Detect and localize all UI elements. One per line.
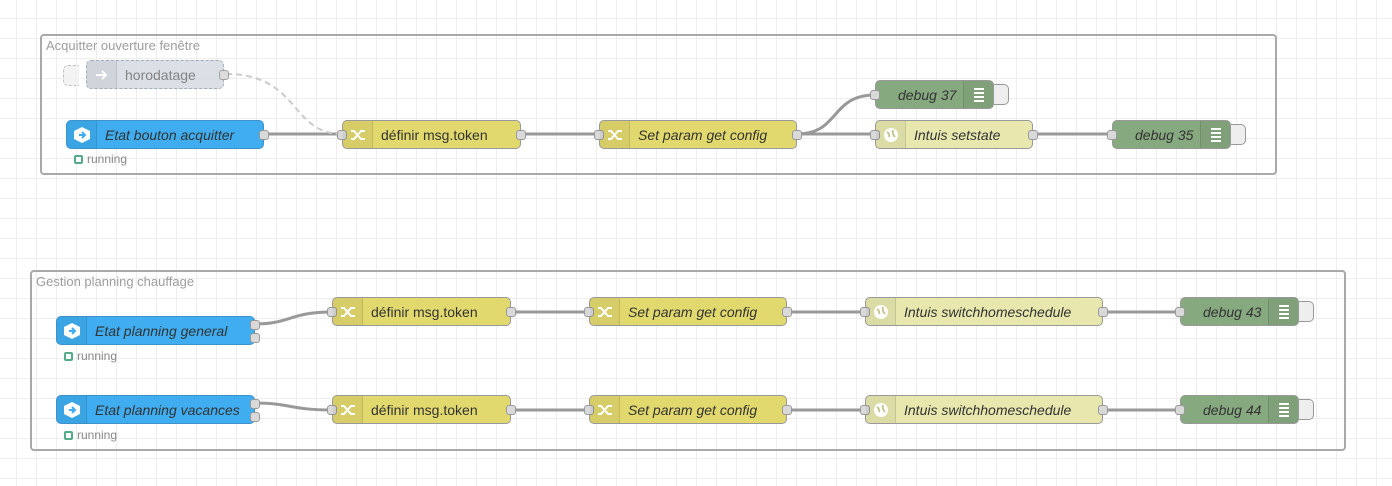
node-debug-35[interactable]: debug 35 [1107,120,1246,149]
node-definir-token[interactable]: définir msg.token [337,120,526,149]
input-port[interactable] [337,130,347,140]
node-label: debug 37 [898,86,957,103]
input-port[interactable] [594,130,604,140]
node-label: Set param get config [638,126,768,143]
node-etat-planning-general[interactable]: Etat planning general [56,316,260,345]
output-port[interactable] [1028,130,1038,140]
group-label: Acquitter ouverture fenêtre [46,38,200,53]
shuffle-icon [590,298,620,325]
list-icon [1268,298,1298,325]
node-intuis-switchhomeschedule[interactable]: Intuis switchhomeschedule [860,395,1108,424]
node-label: Etat planning general [95,322,228,339]
globe-icon [876,121,906,148]
node-definir-token[interactable]: définir msg.token [327,395,516,424]
input-port[interactable] [584,405,594,415]
inject-icon [57,396,87,423]
globe-icon [866,396,896,423]
output-port-1[interactable] [250,399,260,409]
input-port[interactable] [860,307,870,317]
list-icon [963,81,993,108]
output-port[interactable] [782,307,792,317]
node-label: Set param get config [628,401,758,418]
node-label: Intuis switchhomeschedule [904,303,1072,320]
shuffle-icon [590,396,620,423]
inject-button[interactable] [63,65,79,86]
shuffle-icon [343,121,373,148]
node-etat-bouton-acquitter[interactable]: Etat bouton acquitter [66,120,269,149]
debug-toggle-button[interactable] [1299,301,1314,322]
node-debug-44[interactable]: debug 44 [1175,395,1314,424]
output-port[interactable] [1098,405,1108,415]
group-label: Gestion planning chauffage [36,274,195,289]
node-debug-37[interactable]: debug 37 [870,80,1009,109]
input-port[interactable] [327,307,337,317]
node-status: running [64,428,117,442]
node-definir-token[interactable]: définir msg.token [327,297,516,326]
node-label: Intuis setstate [914,126,1001,143]
output-port[interactable] [1098,307,1108,317]
debug-toggle-button[interactable] [994,84,1009,105]
node-set-param[interactable]: Set param get config [584,395,792,424]
output-port[interactable] [259,130,269,140]
node-label: horodatage [125,66,196,83]
inject-icon [67,121,97,148]
shuffle-icon [600,121,630,148]
output-port[interactable] [516,130,526,140]
status-dot-icon [74,154,83,164]
group-chauffage[interactable]: Gestion planning chauffage [30,270,1346,451]
node-label: définir msg.token [371,401,478,418]
input-port[interactable] [1107,130,1117,140]
debug-toggle-button[interactable] [1299,399,1314,420]
shuffle-icon [333,396,363,423]
output-port[interactable] [219,70,229,80]
node-etat-planning-vacances[interactable]: Etat planning vacances [56,395,260,424]
node-intuis-setstate[interactable]: Intuis setstate [870,120,1038,149]
node-label: définir msg.token [381,126,488,143]
node-label: Intuis switchhomeschedule [904,401,1072,418]
node-label: définir msg.token [371,303,478,320]
output-port[interactable] [792,130,802,140]
input-port[interactable] [870,90,880,100]
output-port[interactable] [506,405,516,415]
node-set-param[interactable]: Set param get config [584,297,792,326]
node-debug-43[interactable]: debug 43 [1175,297,1314,326]
inject-icon [57,317,87,344]
node-label: Etat planning vacances [95,401,240,418]
node-status: running [74,152,127,166]
output-port-2[interactable] [250,412,260,422]
node-label: debug 44 [1203,401,1262,418]
input-port[interactable] [870,130,880,140]
input-port[interactable] [1175,307,1185,317]
wire [254,401,333,412]
status-dot-icon [64,351,73,361]
group-acquitter[interactable]: Acquitter ouverture fenêtre [40,34,1277,175]
shuffle-icon [333,298,363,325]
input-port[interactable] [327,405,337,415]
output-port-1[interactable] [250,320,260,330]
output-port[interactable] [506,307,516,317]
output-port[interactable] [782,405,792,415]
list-icon [1200,121,1230,148]
wire-disabled [225,73,343,135]
status-dot-icon [64,430,73,440]
node-label: Set param get config [628,303,758,320]
output-port-2[interactable] [250,333,260,343]
input-port[interactable] [1175,405,1185,415]
node-intuis-switchhomeschedule[interactable]: Intuis switchhomeschedule [860,297,1108,326]
input-port[interactable] [584,307,594,317]
wire [254,310,333,326]
arrow-right-icon [87,61,117,88]
node-label: debug 35 [1135,126,1194,143]
list-icon [1268,396,1298,423]
globe-icon [866,298,896,325]
node-set-param[interactable]: Set param get config [594,120,802,149]
node-status: running [64,349,117,363]
node-label: Etat bouton acquitter [105,126,235,143]
node-label: debug 43 [1203,303,1262,320]
debug-toggle-button[interactable] [1231,124,1246,145]
input-port[interactable] [860,405,870,415]
node-horodatage[interactable]: horodatage [63,60,229,89]
